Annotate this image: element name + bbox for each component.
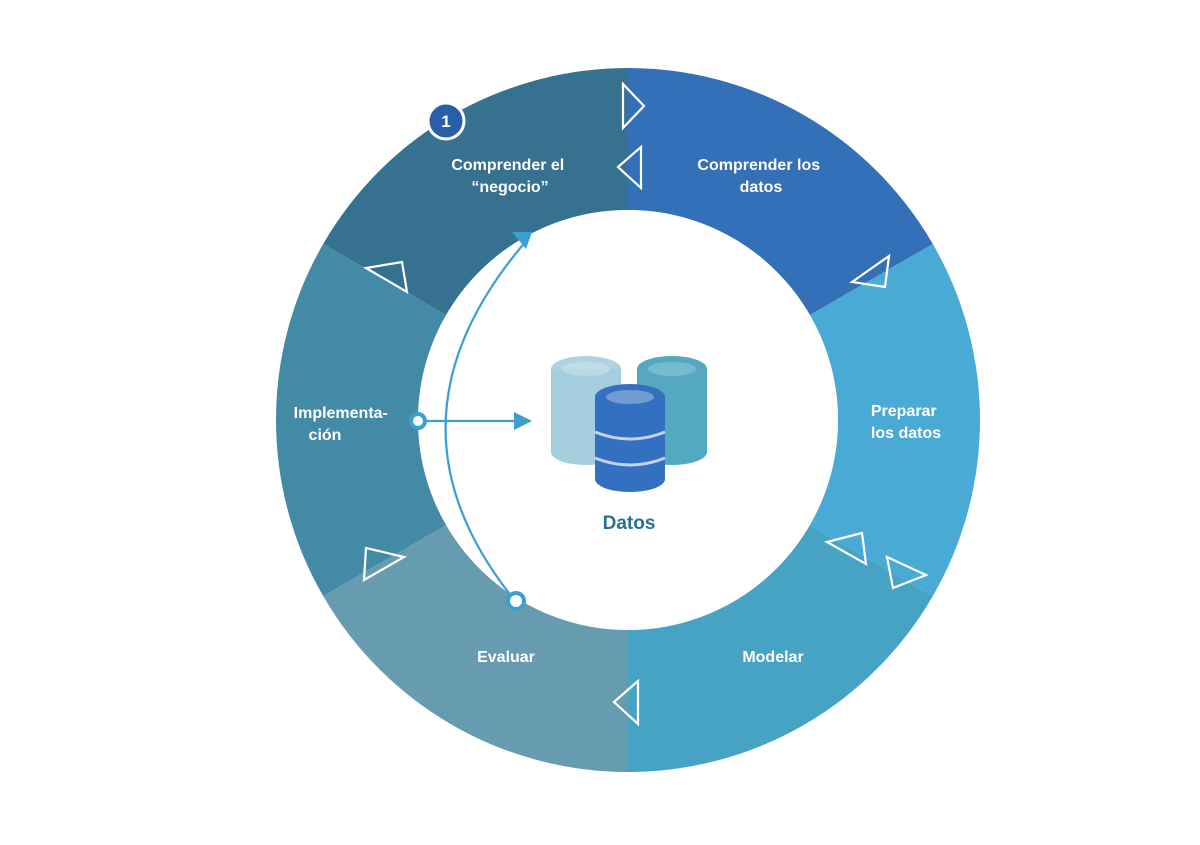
database-icon (551, 356, 707, 492)
svg-text:1: 1 (441, 112, 450, 131)
arrow-right-icon (621, 81, 646, 131)
arc-end-dot (506, 591, 526, 611)
segment-evaluar (276, 244, 447, 596)
line-start-dot (409, 412, 427, 430)
segment-comprender-datos (809, 244, 980, 596)
segment-comprender-negocio (628, 68, 933, 315)
label-evaluar: Evaluar (477, 649, 535, 666)
arrow-to-data-icon (514, 412, 532, 430)
segment-implementacion (323, 68, 628, 315)
label-modelar: Modelar (742, 649, 803, 666)
segment-modelar (323, 525, 628, 772)
arrow-left-icon (362, 546, 407, 582)
arrow-right-icon (885, 555, 929, 590)
label-preparar-datos: Preparar los datos (871, 403, 941, 442)
label-implementacion: Implementa- ción (294, 405, 393, 444)
inner-flow-arrow (409, 232, 532, 611)
start-badge: 1 (426, 101, 466, 141)
arrow-left-icon (849, 253, 891, 289)
segment-preparar-datos (628, 525, 933, 772)
label-comprender-datos: Comprender los datos (697, 157, 824, 196)
arrow-left-icon (612, 678, 640, 727)
center-label-datos: Datos (603, 513, 656, 534)
arc-arrowhead-icon (512, 232, 532, 249)
arrow-right-icon (824, 531, 868, 567)
arrow-left-icon (362, 260, 409, 295)
label-comprender-negocio: Comprender el “negocio” (451, 157, 568, 196)
arrow-left-icon (616, 144, 643, 191)
